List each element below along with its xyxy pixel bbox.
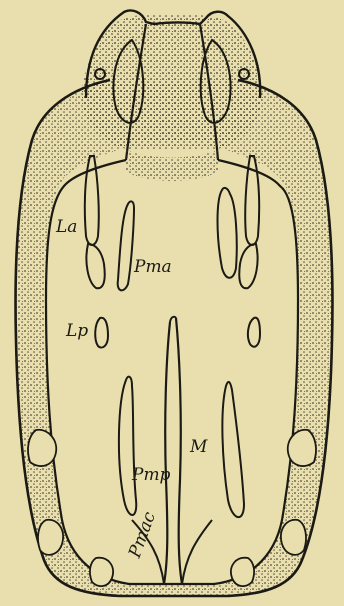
la-left-lower: [86, 244, 104, 288]
pmp-right: [222, 382, 244, 517]
label-m: M: [189, 437, 208, 457]
la-right-lower: [239, 244, 257, 288]
lp-right: [248, 318, 260, 347]
pma-right: [218, 188, 237, 278]
pmp-left: [119, 377, 136, 515]
inner-outline: [46, 160, 298, 584]
head-stipple: [82, 14, 262, 150]
label-lp: Lp: [65, 321, 88, 341]
label-pma: Pma: [133, 257, 172, 277]
pmac-right: [182, 520, 212, 584]
label-pmp: Pmp: [131, 465, 171, 485]
neck-band: [126, 150, 218, 181]
label-la: La: [55, 217, 77, 237]
lp-left: [95, 318, 108, 348]
m-median: [164, 318, 182, 584]
stippled-band: [16, 80, 333, 596]
pma-left: [118, 201, 134, 290]
